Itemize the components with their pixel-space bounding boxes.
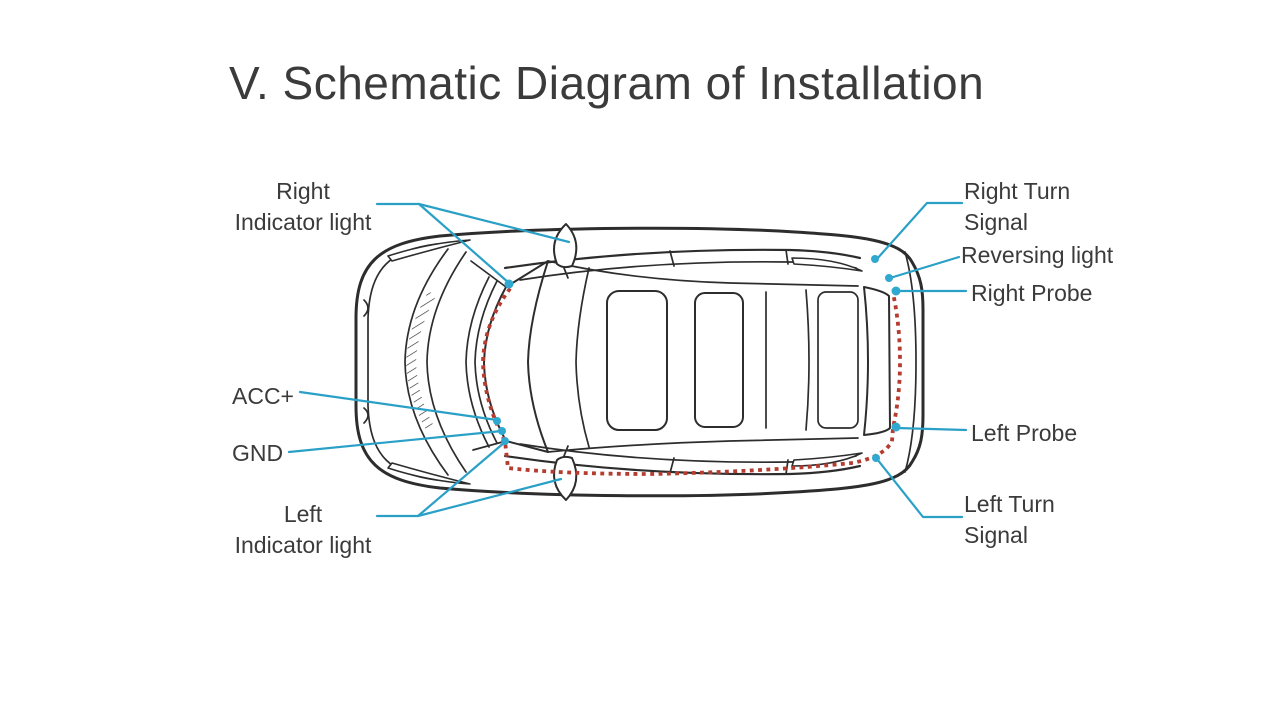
- label-line: Left Turn: [964, 491, 1055, 517]
- headlight-left: [387, 462, 471, 485]
- label-line: ACC+: [232, 383, 294, 409]
- headlight-right: [387, 239, 471, 262]
- hood-line: [426, 251, 467, 473]
- leader-right-turn: [874, 201, 964, 262]
- label-line: GND: [232, 440, 284, 466]
- car-body-outline: [354, 226, 925, 498]
- pillar-tick: [669, 457, 675, 474]
- wiring-route: [481, 287, 902, 476]
- label-right-probe: Right Probe: [971, 278, 1092, 309]
- leader-acc: [298, 390, 499, 422]
- front-bumper-slit: [363, 299, 369, 317]
- pillar-tick: [785, 249, 789, 265]
- leader-left-probe: [895, 426, 968, 432]
- label-left-turn-signal: Left Turn Signal: [964, 489, 1055, 551]
- roofline-left: [547, 437, 859, 453]
- rear-window: [863, 286, 891, 436]
- car-top-view: [354, 223, 925, 501]
- connection-dot-right-probe: [891, 286, 901, 296]
- connection-dot-left-probe: [891, 422, 901, 432]
- roof-front-edge: [575, 267, 590, 448]
- pillar-tick: [669, 250, 675, 267]
- connection-dot-acc: [493, 417, 501, 425]
- label-line: Right Probe: [971, 280, 1093, 306]
- connection-dots: [493, 255, 901, 462]
- front-bumper-slit: [363, 407, 369, 424]
- leader-left-indicator-mirror: [416, 477, 563, 518]
- hood-line: [404, 248, 449, 476]
- label-line: Indicator light: [234, 532, 372, 558]
- label-left-probe: Left Probe: [971, 418, 1077, 449]
- label-acc: ACC+: [232, 381, 294, 412]
- label-left-indicator-light: Left Indicator light: [229, 499, 377, 561]
- label-line: Left: [283, 501, 323, 527]
- leader-left-turn: [875, 457, 964, 519]
- page-title: V. Schematic Diagram of Installation: [229, 57, 985, 109]
- label-line: Reversing light: [961, 242, 1114, 268]
- label-right-indicator-light: Right Indicator light: [229, 176, 377, 238]
- rear-trim-line: [904, 251, 917, 473]
- leader-right-indicator-dot: [417, 202, 511, 285]
- side-mirror-right: [553, 223, 578, 269]
- connection-dot-right-turn: [871, 255, 879, 263]
- label-right-turn-signal: Right Turn Signal: [964, 176, 1070, 238]
- label-line: Signal: [964, 209, 1028, 235]
- label-gnd: GND: [232, 438, 283, 469]
- label-line: Indicator light: [234, 209, 372, 235]
- connection-dot-left-turn: [872, 454, 880, 462]
- a-pillar-line: [470, 260, 507, 288]
- connection-dot-reversing: [885, 274, 893, 282]
- roof-rib-curved: [805, 289, 810, 431]
- rear-roof-panel: [817, 291, 859, 429]
- connection-dot-right-indicator: [504, 279, 514, 289]
- leader-reversing-light: [888, 255, 961, 280]
- a-pillar-line: [472, 440, 507, 451]
- leader-lines: [287, 201, 968, 519]
- cowl-line: [465, 276, 490, 448]
- leader-gnd: [287, 429, 504, 454]
- sunroof-panel-front: [606, 290, 668, 431]
- label-line: Right Turn: [964, 178, 1071, 204]
- label-line: Signal: [964, 522, 1028, 548]
- hood-vent-hatching: [406, 292, 437, 430]
- sunroof-panel-rear: [694, 292, 744, 428]
- connection-dot-gnd: [498, 427, 506, 435]
- label-reversing-light: Reversing light: [961, 240, 1113, 271]
- connection-dot-left-indicator: [501, 437, 509, 445]
- taillight-right: [791, 257, 863, 272]
- label-line: Left Probe: [971, 420, 1078, 446]
- leader-right-indicator-mirror: [375, 202, 571, 244]
- label-line: Right: [276, 178, 330, 204]
